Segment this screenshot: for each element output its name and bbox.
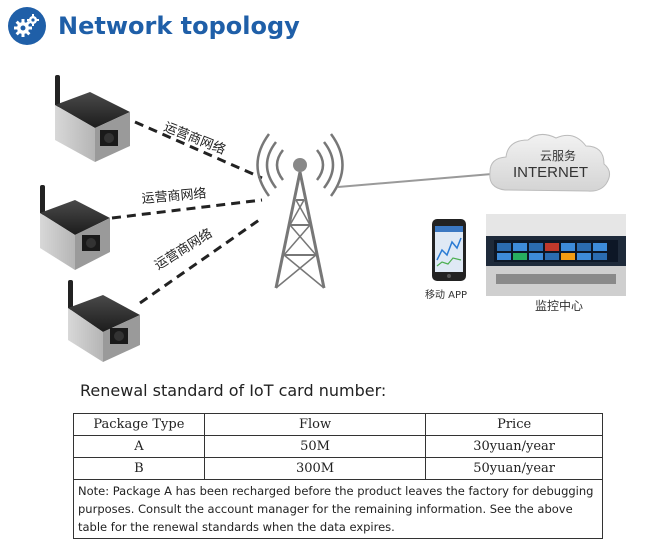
- header-flow: Flow: [203, 413, 427, 436]
- gears-icon: [8, 7, 46, 45]
- table-note: Note: Package A has been recharged befor…: [73, 479, 603, 539]
- monitoring-center-image: [486, 214, 626, 296]
- header-package-type: Package Type: [73, 413, 205, 436]
- table-note-row: Note: Package A has been recharged befor…: [73, 479, 603, 539]
- cell-package-type: B: [73, 457, 205, 480]
- carrier-link-3: [139, 216, 263, 305]
- link-label-3: 运营商网络: [152, 225, 216, 273]
- cell-price: 30yuan/year: [425, 435, 603, 458]
- mobile-app-label: 移动 APP: [425, 288, 467, 301]
- link-label-2: 运营商网络: [141, 185, 207, 207]
- link-label-1: 运营商网络: [162, 119, 228, 158]
- cloud-label-main: INTERNET: [513, 164, 588, 181]
- carrier-link-1: [134, 120, 263, 180]
- table-row: B 300M 50yuan/year: [73, 457, 603, 480]
- header-price: Price: [425, 413, 603, 436]
- table-row: A 50M 30yuan/year: [73, 435, 603, 458]
- table-header-row: Package Type Flow Price: [73, 413, 603, 436]
- carrier-link-2: [111, 198, 263, 220]
- section-header: Network topology: [8, 6, 300, 46]
- device-1-icon: [55, 75, 130, 162]
- cell-package-type: A: [73, 435, 205, 458]
- cell-price: 50yuan/year: [425, 457, 603, 480]
- cell-tower-icon: [256, 133, 344, 289]
- package-table: Package Type Flow Price A 50M 30yuan/yea…: [73, 413, 603, 539]
- internet-link: [337, 173, 493, 188]
- cell-flow: 300M: [203, 457, 427, 480]
- renewal-heading: Renewal standard of IoT card number:: [80, 381, 387, 400]
- cloud-label-top: 云服务: [540, 148, 576, 163]
- cell-flow: 50M: [203, 435, 427, 458]
- device-2-icon: [40, 185, 110, 270]
- monitor-center-label: 监控中心: [535, 298, 583, 313]
- network-diagram: 运营商网络 运营商网络 运营商网络 云服务 INTERNET: [40, 75, 626, 362]
- cloud-icon: 云服务 INTERNET: [489, 134, 610, 192]
- page-title: Network topology: [58, 12, 300, 40]
- device-3-icon: [68, 280, 140, 362]
- mobile-phone-icon: [432, 219, 466, 281]
